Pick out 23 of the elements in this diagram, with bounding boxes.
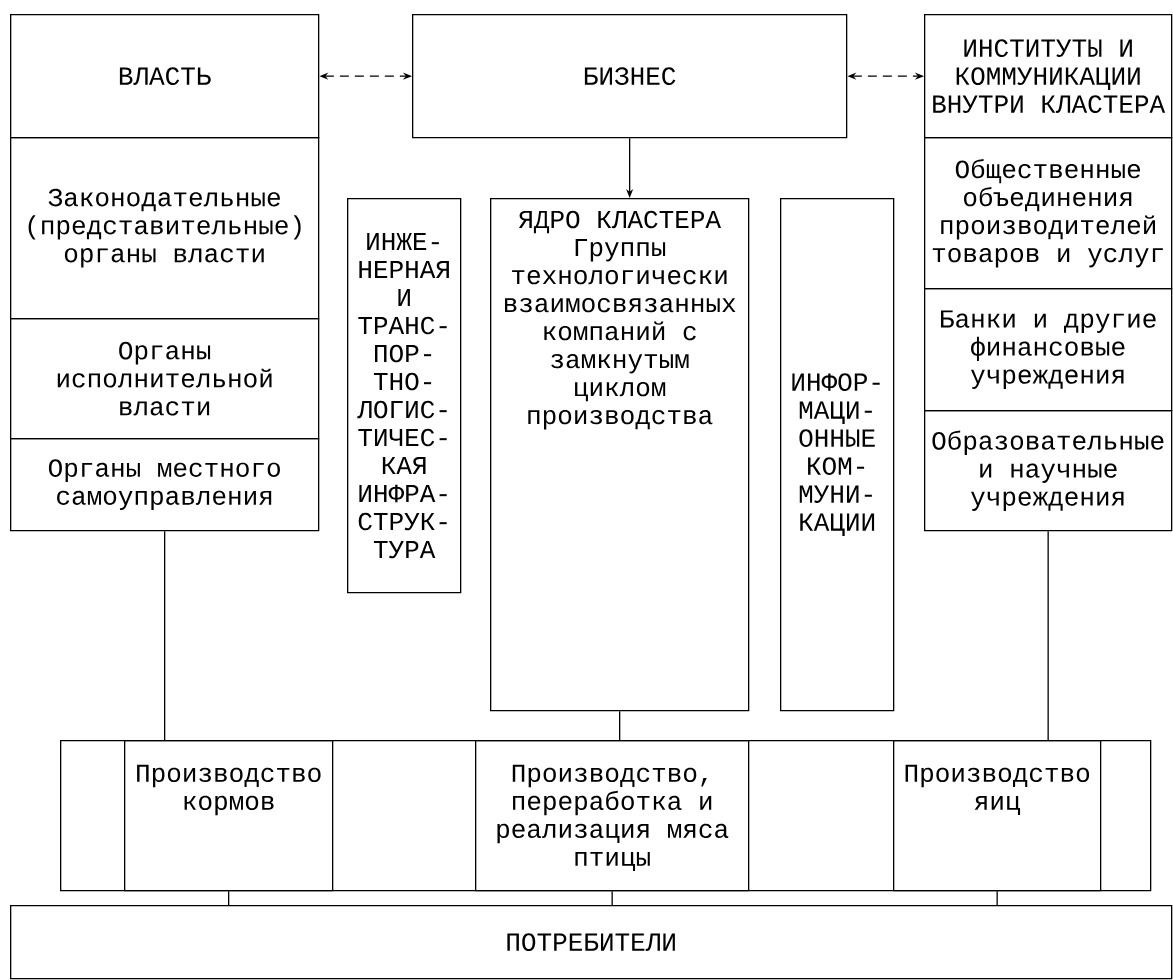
consumer-box: ПОТРЕБИТЕЛИ <box>10 905 1173 980</box>
header-box: ВЛАСТЬ <box>10 14 320 139</box>
section-box: Образовательные и научные учреждения <box>924 410 1173 532</box>
section-box: Законодательные (представительные) органы власти <box>10 137 320 320</box>
section-box: Органы местного самоуправления <box>10 438 320 532</box>
connector-line <box>164 530 166 741</box>
connector-line <box>996 890 998 906</box>
core-box: ЯДРО КЛАСТЕРА Группы технологически взаимосвязанных компаний с замкнутым циклом производства <box>490 198 750 712</box>
connector-line <box>619 710 621 741</box>
connector-line <box>611 890 613 906</box>
section-box: Общественные объединения производителей товаров и услуг <box>924 137 1173 290</box>
header-box: БИЗНЕС <box>412 14 848 139</box>
connector-line <box>1047 530 1049 741</box>
cell-box: Производство яиц <box>893 740 1102 892</box>
header-box: ИНСТИТУТЫ И КОММУНИКАЦИИ ВНУТРИ КЛАСТЕРА <box>924 14 1173 139</box>
connector-line <box>228 890 230 906</box>
column-box: ИНФОР- МАЦИ- ОННЫЕ КОМ- МУНИ- КАЦИИ <box>780 198 895 712</box>
section-box: Банки и другие финансовые учреждения <box>924 288 1173 412</box>
section-box: Органы исполнительной власти <box>10 318 320 440</box>
cell-box: Производство кормов <box>124 740 334 892</box>
column-box: ИНЖЕ- НЕРНАЯ И ТРАНС- ПОР- ТНО- ЛОГИС- ТИЧЕС- КАЯ ИНФРА- СТРУК- ТУРА <box>347 198 462 594</box>
band-box <box>60 740 1152 892</box>
cell-box: Производство, переработка и реализация мяса птицы <box>475 740 750 892</box>
